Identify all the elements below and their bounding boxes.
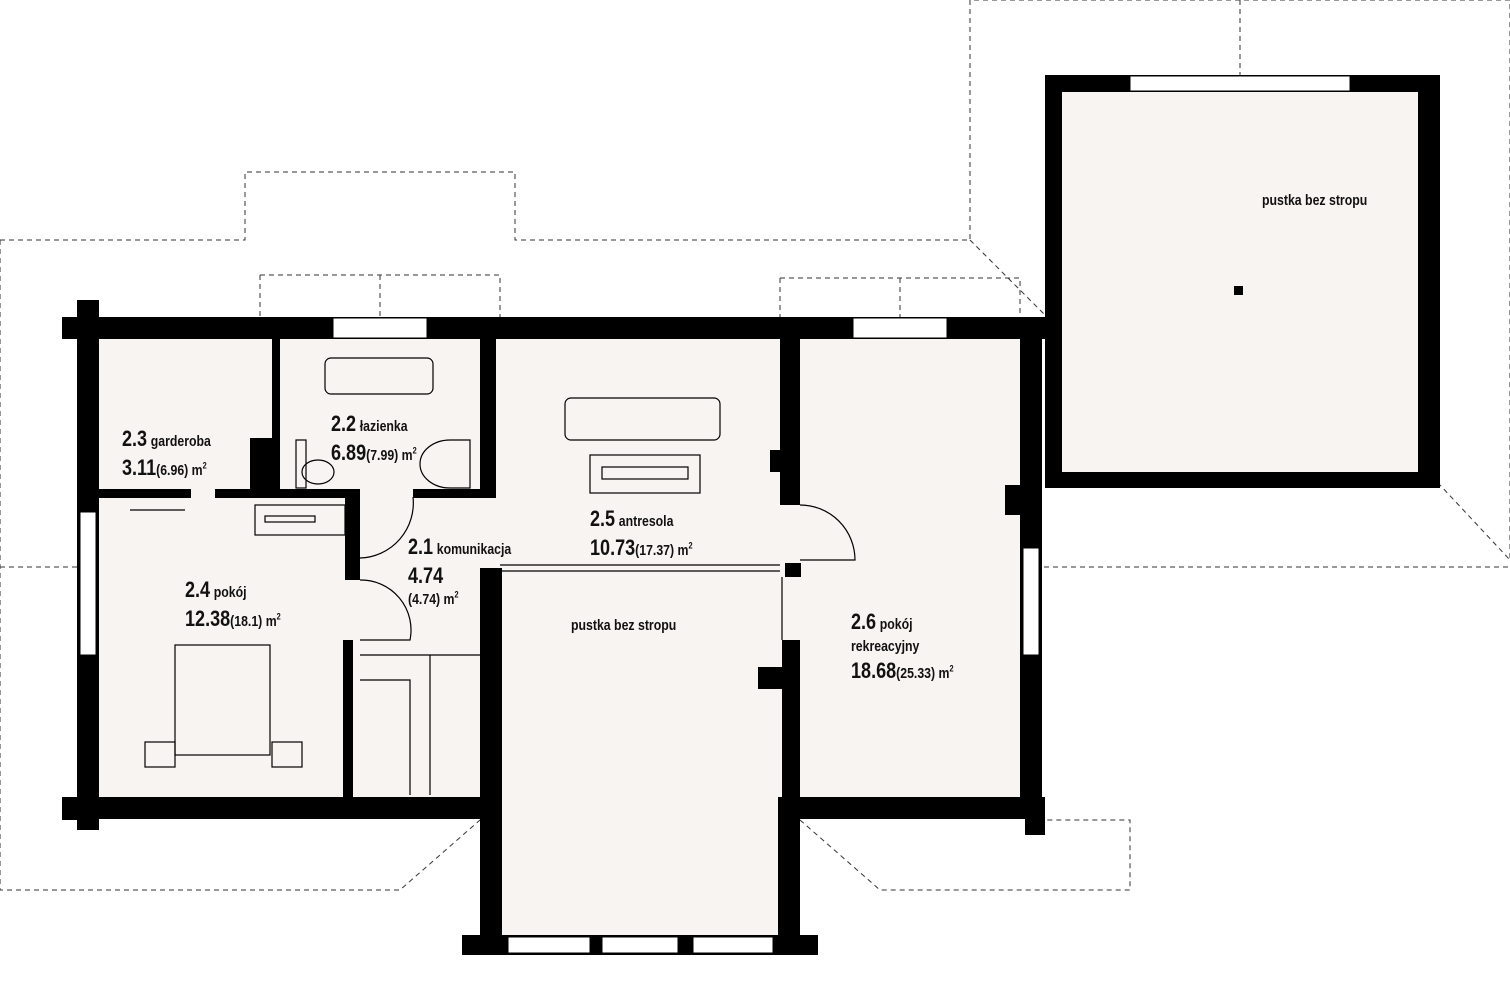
- floor-area: [99, 92, 1418, 938]
- void-label-center: pustka bez stropu: [571, 617, 677, 634]
- void-label-right: pustka bez stropu: [1262, 192, 1368, 209]
- room-2-2-label: 2.2 łazienka 6.89(7.99) m2: [331, 411, 417, 465]
- room-2-4-label: 2.4 pokój 12.38(18.1) m2: [185, 577, 281, 631]
- room-2-6-label: 2.6 pokój rekreacyjny 18.68(25.33) m2: [851, 609, 954, 684]
- fixtures: [130, 357, 856, 795]
- windows: [79, 75, 1351, 954]
- room-2-1-label: 2.1 komunikacja 4.74 (4.74) m2: [408, 534, 512, 609]
- room-2-5-label: 2.5 antresola 10.73(17.37) m2: [590, 506, 693, 560]
- room-2-3-label: 2.3 garderoba 3.11(6.96) m2: [122, 426, 211, 480]
